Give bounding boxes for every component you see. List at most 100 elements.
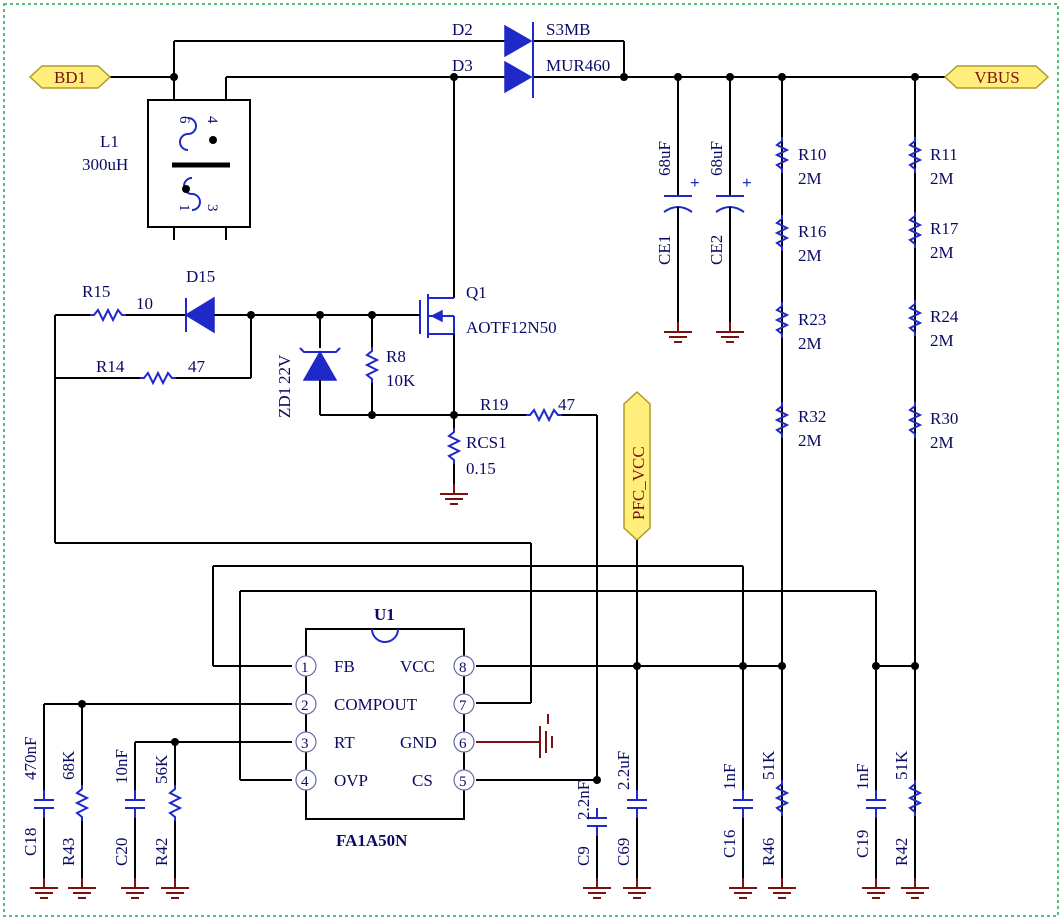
ic-pin-1: 1 FB (295, 655, 355, 677)
svg-text:CS: CS (412, 771, 433, 790)
svg-text:R17: R17 (930, 219, 959, 238)
svg-text:R10: R10 (798, 145, 826, 164)
ic-pin-8: 8 VCC (400, 655, 475, 677)
svg-text:10nF: 10nF (112, 749, 131, 784)
svg-text:6: 6 (176, 116, 192, 124)
svg-text:R11: R11 (930, 145, 958, 164)
svg-text:CE1: CE1 (655, 235, 674, 265)
svg-text:51K: 51K (759, 750, 778, 780)
svg-text:R42: R42 (152, 838, 171, 866)
svg-text:RCS1: RCS1 (466, 433, 507, 452)
svg-text:R8: R8 (386, 347, 406, 366)
svg-text:2M: 2M (798, 246, 822, 265)
svg-text:68uF: 68uF (655, 141, 674, 176)
top-wiring (108, 40, 950, 290)
svg-text:VCC: VCC (400, 657, 435, 676)
svg-text:470nF: 470nF (21, 737, 40, 780)
svg-text:Q1: Q1 (466, 283, 487, 302)
svg-text:C19: C19 (853, 830, 872, 858)
resistor-r8: R8 10K (366, 315, 416, 415)
svg-text:8: 8 (459, 660, 467, 676)
svg-text:VBUS: VBUS (974, 68, 1019, 87)
svg-text:68uF: 68uF (707, 141, 726, 176)
svg-text:C16: C16 (720, 830, 739, 858)
svg-text:C69: C69 (614, 838, 633, 866)
svg-text:U1: U1 (374, 605, 395, 624)
svg-text:R24: R24 (930, 307, 959, 326)
svg-text:2M: 2M (930, 243, 954, 262)
svg-text:ZD1: ZD1 (275, 387, 294, 418)
svg-text:10K: 10K (386, 371, 416, 390)
gate-drive: R15 10 D15 R14 47 (54, 267, 376, 543)
svg-text:R42: R42 (892, 838, 911, 866)
svg-text:L1: L1 (100, 132, 119, 151)
resistor-rcs1: RCS1 0.15 (439, 415, 507, 505)
sheet-border (3, 3, 1059, 917)
capacitor-ce2: + 68uF CE2 (707, 77, 752, 343)
svg-text:5: 5 (459, 774, 467, 790)
svg-text:1nF: 1nF (720, 764, 739, 790)
c16-r46: 1nF C16 51K R46 (720, 666, 797, 899)
ic-pin-5: 5 CS (412, 769, 475, 791)
ic-pin-7: 7 (453, 693, 475, 715)
divider-left: R10 2M R16 2M R23 2M R32 2M (776, 77, 826, 880)
pfc-vcc-port: PFC_VCC (623, 390, 651, 666)
svg-text:2M: 2M (930, 331, 954, 350)
svg-text:RT: RT (334, 733, 355, 752)
ic-pin-6: 6 GND (400, 731, 475, 753)
svg-text:1: 1 (176, 204, 192, 212)
svg-text:R30: R30 (930, 409, 958, 428)
svg-text:10: 10 (136, 294, 153, 313)
svg-text:R14: R14 (96, 357, 125, 376)
svg-text:2.2uF: 2.2uF (614, 751, 633, 790)
svg-text:47: 47 (188, 357, 206, 376)
c18-r43: 470nF C18 68K R43 (21, 700, 292, 899)
svg-text:R46: R46 (759, 838, 778, 866)
svg-text:+: + (742, 173, 752, 192)
svg-text:R23: R23 (798, 310, 826, 329)
svg-text:+: + (690, 173, 700, 192)
svg-text:2M: 2M (930, 433, 954, 452)
svg-text:COMPOUT: COMPOUT (334, 695, 418, 714)
svg-text:D2: D2 (452, 20, 473, 39)
svg-text:S3MB: S3MB (546, 20, 590, 39)
diode-d3: D3 MUR460 (452, 56, 610, 98)
svg-text:D15: D15 (186, 267, 215, 286)
svg-text:4: 4 (301, 774, 309, 790)
svg-text:0.15: 0.15 (466, 459, 496, 478)
svg-text:PFC_VCC: PFC_VCC (629, 446, 648, 520)
svg-text:51K: 51K (892, 750, 911, 780)
svg-text:3: 3 (301, 736, 309, 752)
ic-u1: U1 FA1A50N 1 FB 2 COMPOUT 3 RT 4 OVP 8 V… (295, 605, 475, 850)
vbus-port: VBUS (943, 65, 1050, 89)
c19-r42: 1nF C19 51K R42 (853, 666, 930, 899)
svg-text:47: 47 (558, 395, 576, 414)
diode-d2: D2 S3MB (452, 20, 590, 60)
resistor-r19: R19 47 (454, 395, 598, 780)
bd1-port: BD1 (28, 65, 112, 89)
svg-text:AOTF12N50: AOTF12N50 (466, 318, 557, 337)
svg-text:1nF: 1nF (853, 764, 872, 790)
svg-text:2: 2 (301, 698, 309, 714)
control-wiring (55, 542, 919, 784)
svg-text:3: 3 (204, 204, 220, 212)
svg-text:FA1A50N: FA1A50N (336, 831, 408, 850)
svg-text:MUR460: MUR460 (546, 56, 610, 75)
capacitor-ce1: + 68uF CE1 (655, 77, 700, 343)
ic-pin-4: 4 OVP (295, 769, 368, 791)
divider-right: R11 2M R17 2M R24 2M R30 2M (909, 77, 959, 880)
svg-text:GND: GND (400, 733, 437, 752)
svg-text:6: 6 (459, 736, 467, 752)
svg-text:FB: FB (334, 657, 355, 676)
ic-pin-3: 3 RT (295, 731, 355, 753)
svg-text:R16: R16 (798, 222, 826, 241)
svg-text:7: 7 (459, 698, 467, 714)
inductor-l1: L1 300uH 4 6 3 1 (82, 99, 251, 240)
svg-text:CE2: CE2 (707, 235, 726, 265)
svg-text:C9: C9 (574, 846, 593, 866)
svg-text:R32: R32 (798, 407, 826, 426)
zener-zd1: ZD1 22V (275, 315, 341, 418)
svg-text:C18: C18 (21, 828, 40, 856)
